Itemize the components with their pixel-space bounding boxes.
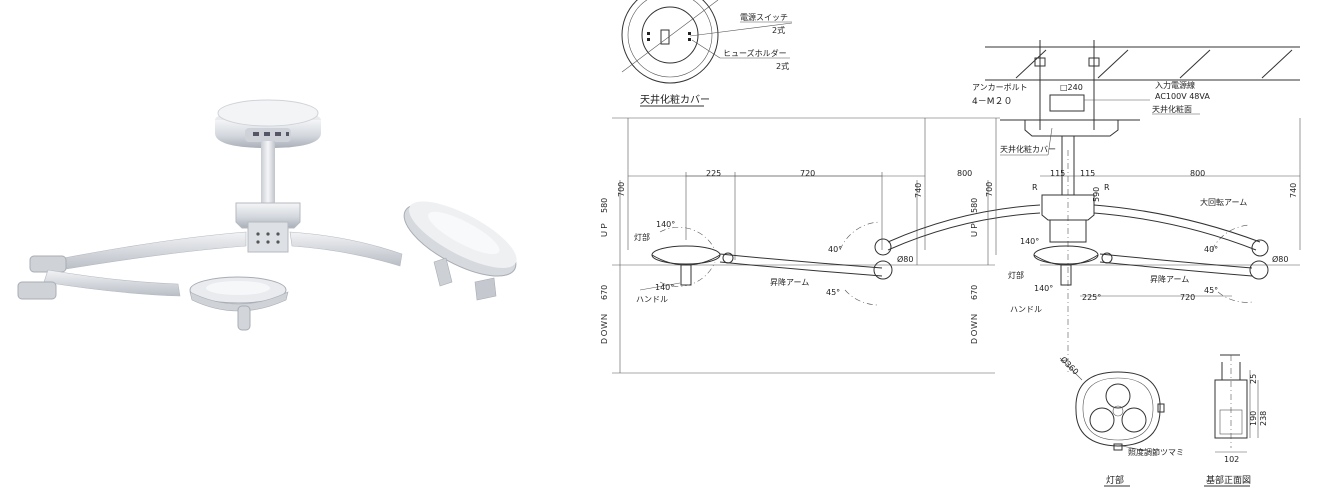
left-lamp-label: 灯部: [634, 232, 650, 242]
ceiling-structure: [985, 40, 1300, 195]
right-lift-arm: 昇降アーム: [1150, 274, 1189, 284]
power-switch-qty: 2式: [772, 25, 785, 35]
ceiling-surface-label: 天井化粧面: [1152, 104, 1192, 114]
left-up-value: 580: [600, 198, 609, 213]
base-dim-102: 102: [1224, 455, 1239, 464]
left-dim-800: 800: [957, 169, 972, 178]
right-dim-115a: 115: [1050, 169, 1065, 178]
power-line-spec: AC100V 48VA: [1155, 92, 1210, 101]
lamp-head-title: 灯部: [1106, 474, 1124, 486]
left-handle-label: ハンドル: [636, 295, 668, 304]
power-switch-label: 電源スイッチ: [740, 13, 788, 22]
right-down-label: ＤＯＷＮ: [970, 313, 979, 345]
base-dim-25: 25: [1249, 374, 1258, 384]
right-dim-225: 225°: [1082, 293, 1101, 302]
right-angle-140a: 140°: [1020, 237, 1039, 246]
dimmer-label: 照度調節ツマミ: [1128, 447, 1184, 457]
left-dim-700: 700: [617, 182, 626, 197]
right-r-right: R: [1104, 183, 1110, 192]
right-dim-700: 700: [985, 182, 994, 197]
right-angle-40: 40°: [1204, 245, 1218, 254]
left-angle-140b: 140°: [655, 283, 674, 292]
right-dim-720: 720: [1180, 293, 1195, 302]
ceiling-cover-view: [621, 0, 793, 84]
fuse-holder-label: ヒューズホルダー: [723, 48, 787, 58]
left-dim-720: 720: [800, 169, 815, 178]
left-side-view: [612, 117, 1041, 374]
right-side-view: [987, 118, 1301, 372]
base-dim-190: 190: [1249, 411, 1258, 426]
right-r-left: R: [1032, 183, 1038, 192]
left-dim-225: 225: [706, 169, 721, 178]
right-dim-590: 590: [1092, 187, 1101, 202]
right-up-value: 580: [970, 198, 979, 213]
right-down-value: 670: [970, 285, 979, 300]
left-up-label: ＵＰ: [600, 222, 609, 238]
base-dim-238: 238: [1259, 411, 1268, 426]
base-size: □240: [1060, 83, 1083, 92]
power-line-label: 入力電源線: [1155, 80, 1195, 90]
left-dia-80: Ø80: [897, 254, 913, 264]
left-dim-740: 740: [914, 183, 923, 198]
fuse-holder-qty: 2式: [776, 61, 789, 71]
right-dim-800: 800: [1190, 169, 1205, 178]
left-angle-45: 45°: [826, 288, 840, 297]
left-lift-arm: 昇降アーム: [770, 277, 809, 287]
product-photo: [17, 99, 517, 331]
right-angle-45: 45°: [1204, 286, 1218, 295]
right-up-label: ＵＰ: [970, 222, 979, 238]
base-front-view: [1214, 354, 1259, 453]
anchor-bolt-spec: 4－M２０: [972, 97, 1013, 107]
lamp-head-view: [1059, 357, 1165, 453]
ceiling-cover-title: 天井化粧カバー: [640, 93, 710, 106]
right-dia-80: Ø80: [1272, 254, 1288, 264]
base-front-title: 基部正面図: [1206, 474, 1251, 486]
lamp-dia-360: Ø360: [1059, 354, 1081, 376]
left-angle-40: 40°: [828, 245, 842, 254]
right-lamp-label: 灯部: [1008, 270, 1024, 280]
right-angle-140b: 140°: [1034, 284, 1053, 293]
right-dim-115b: 115: [1080, 169, 1095, 178]
anchor-bolt-label: アンカーボルト: [972, 83, 1028, 92]
right-handle-label: ハンドル: [1010, 305, 1042, 314]
right-dim-740: 740: [1289, 183, 1298, 198]
left-angle-140a: 140°: [656, 220, 675, 229]
left-down-value: 670: [600, 285, 609, 300]
cover-callout: 天井化粧カバー: [1000, 144, 1056, 154]
left-down-label: ＤＯＷＮ: [600, 313, 609, 345]
right-big-arm: 大回転アーム: [1200, 197, 1247, 207]
